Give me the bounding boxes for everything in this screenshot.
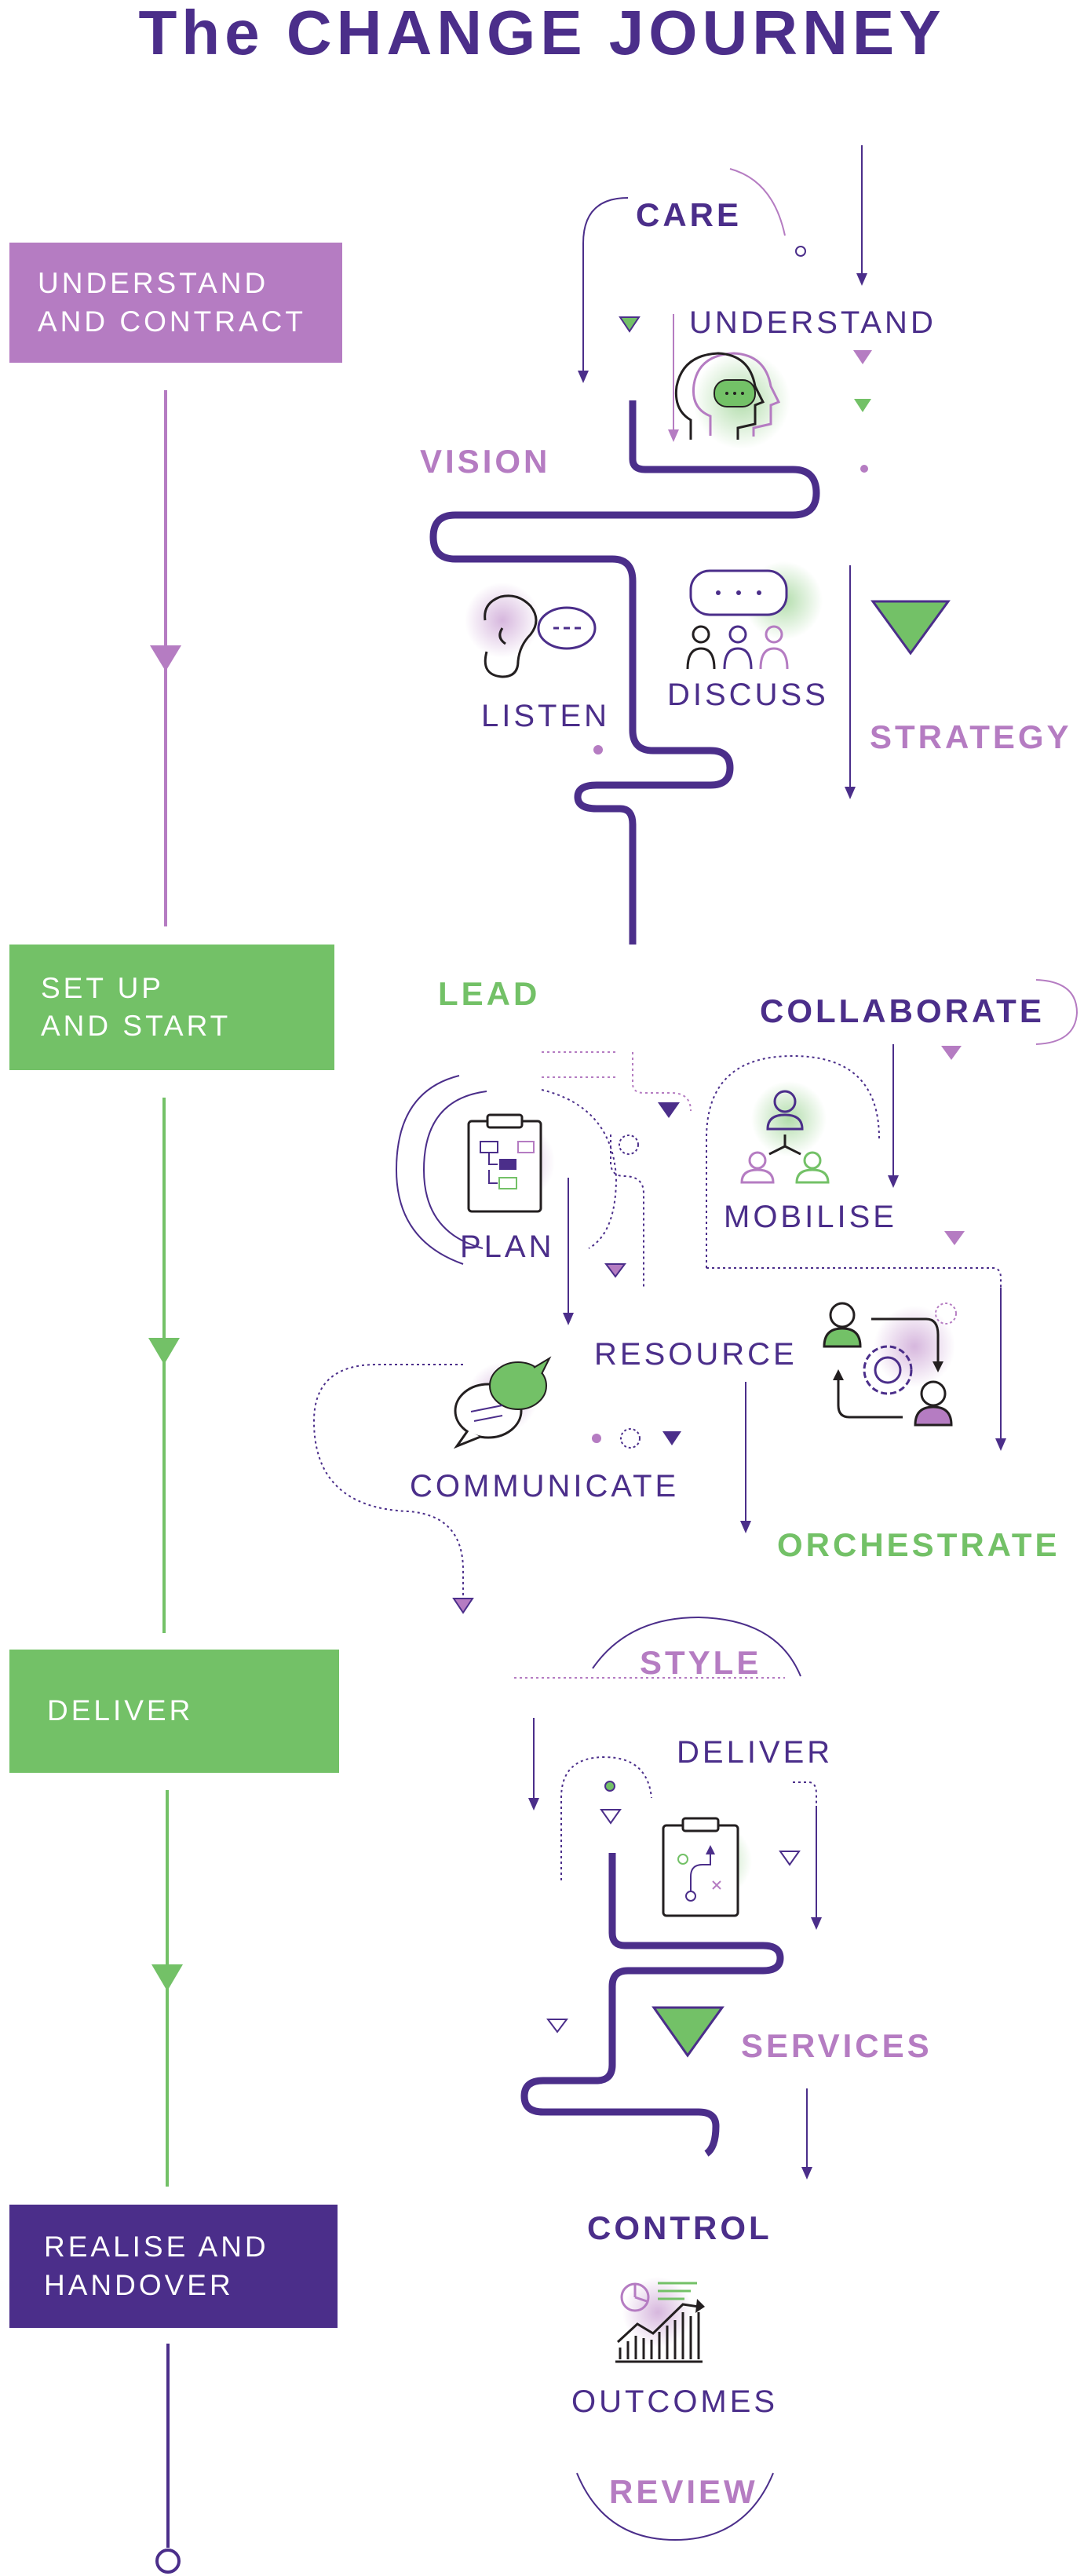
stage-set-up-and-start: SET UP AND START: [9, 945, 334, 1070]
label-care: CARE: [636, 196, 742, 233]
label-control: CONTROL: [587, 2209, 772, 2246]
stage-line-2: HANDOVER: [44, 2268, 234, 2301]
timeline-segment-2: [148, 1098, 180, 1633]
team-hierarchy-icon: [740, 1081, 830, 1184]
label-outcomes: OUTCOMES: [571, 2384, 778, 2419]
ear-speech-icon: [465, 583, 597, 678]
label-communicate: COMMUNICATE: [410, 1469, 679, 1504]
label-style: STYLE: [640, 1644, 761, 1681]
section-understand: CARE UNDERSTAND VISION LISTEN DISCUSS ST…: [420, 145, 1072, 945]
two-heads-speech-icon: [674, 352, 790, 449]
label-strategy: STRATEGY: [870, 718, 1072, 755]
label-vision: VISION: [420, 443, 550, 480]
label-understand: UNDERSTAND: [689, 305, 936, 340]
label-collaborate: COLLABORATE: [760, 992, 1045, 1029]
label-deliver: DELIVER: [677, 1735, 833, 1770]
label-mobilise: MOBILISE: [724, 1200, 897, 1234]
stage-line-2: AND CONTRACT: [38, 305, 306, 338]
label-plan: PLAN: [460, 1230, 555, 1264]
stage-understand-and-contract: UNDERSTAND AND CONTRACT: [9, 243, 342, 363]
stage-line-1: UNDERSTAND: [38, 267, 269, 300]
label-services: SERVICES: [741, 2027, 933, 2064]
label-review: REVIEW: [609, 2473, 758, 2510]
clipboard-flow-icon: [467, 1113, 555, 1213]
stage-realise-and-handover: REALISE AND HANDOVER: [9, 2205, 338, 2328]
timeline-segment-4: [155, 2344, 181, 2574]
clipboard-tactics-icon: [662, 1817, 752, 1917]
label-lead: LEAD: [438, 975, 540, 1012]
stage-deliver: DELIVER: [9, 1650, 339, 1773]
stage-line-1: REALISE AND: [44, 2231, 269, 2264]
people-gear-icon: [823, 1302, 955, 1427]
timeline-segment-3: [151, 1790, 183, 2187]
label-discuss: DISCUSS: [667, 678, 829, 712]
label-listen: LISTEN: [481, 699, 610, 733]
group-speech-icon: [686, 561, 823, 670]
section-deliver: STYLE DELIVER SERVICES: [514, 1616, 933, 2180]
timeline-segment-1: [150, 390, 181, 926]
growth-chart-icon: [615, 2277, 705, 2363]
label-orchestrate: ORCHESTRATE: [777, 1526, 1060, 1563]
stage-line-2: AND START: [41, 1010, 232, 1042]
section-realise: CONTROL OUTCOMES REVIEW: [571, 2209, 778, 2541]
speech-bubbles-icon: [453, 1356, 552, 1449]
journey-path-1: [429, 400, 820, 945]
section-set-up: LEAD COLLABORATE PLAN MOBILISE RESOURCE …: [312, 975, 1079, 1614]
label-resource: RESOURCE: [594, 1337, 797, 1372]
stage-line-1: DELIVER: [47, 1694, 194, 1727]
journey-path-2: [520, 1853, 784, 2157]
stage-line-1: SET UP: [41, 971, 164, 1004]
page-title: The CHANGE JOURNEY: [138, 0, 946, 68]
